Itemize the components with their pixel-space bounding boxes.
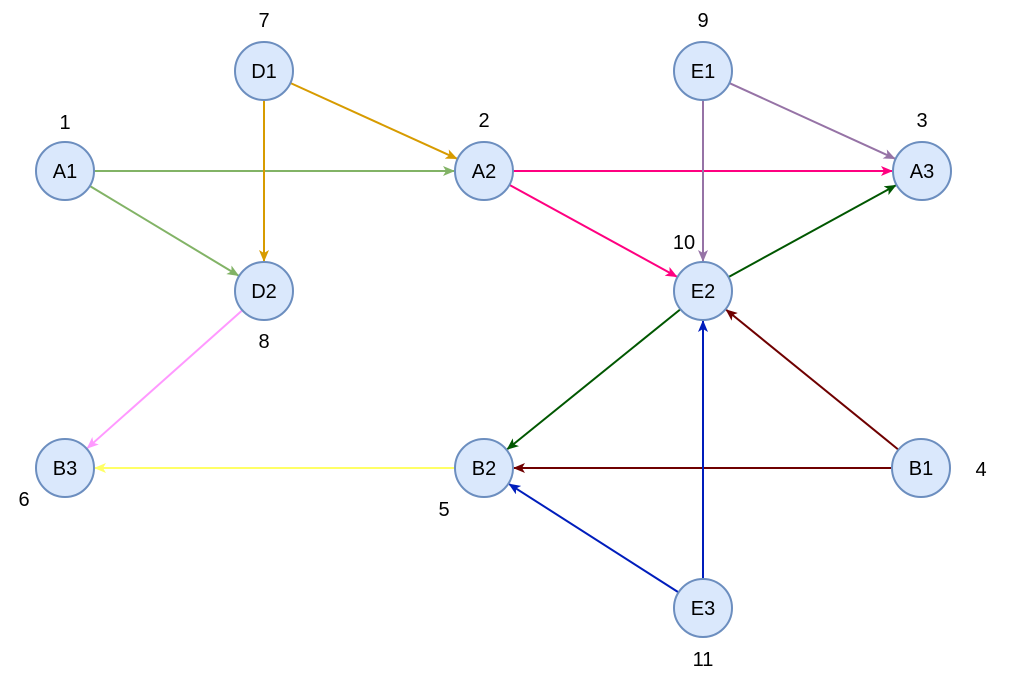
node-d1: D1 7 (234, 10, 294, 101)
node-a2: A2 2 (454, 110, 514, 201)
node-circle (673, 41, 733, 101)
node-circle (234, 41, 294, 101)
edge-e2-to-b2 (506, 308, 682, 450)
node-label: A2 (472, 161, 496, 183)
node-circle (454, 141, 514, 201)
node-circle (234, 261, 294, 321)
node-circle (454, 438, 514, 498)
node-e2: E2 10 (673, 232, 733, 321)
edge-e2-to-a3 (727, 184, 897, 278)
node-e3: E3 11 (673, 578, 733, 671)
edge-a1-to-d2 (89, 185, 240, 277)
node-number-label: 8 (258, 331, 269, 353)
node-number-label: 10 (673, 232, 695, 254)
node-number-label: 3 (916, 110, 927, 132)
node-b2: B2 5 (438, 438, 514, 521)
node-e1: E1 9 (673, 10, 733, 101)
node-number-label: 2 (478, 110, 489, 132)
node-circle (673, 578, 733, 638)
node-number-label: 9 (697, 10, 708, 32)
edge-d2-to-b3 (86, 309, 243, 449)
node-d2: D2 8 (234, 261, 294, 353)
edge-b1-to-e2 (725, 309, 900, 451)
node-label: B2 (472, 458, 496, 480)
edge-a2-to-e2 (508, 184, 678, 278)
edge-e3-to-b2 (508, 483, 680, 594)
node-number-label: 11 (693, 649, 714, 671)
node-circle (35, 141, 95, 201)
node-circle (35, 438, 95, 498)
edges-layer (86, 82, 900, 594)
node-b1: B1 4 (891, 438, 987, 498)
edge-e1-to-a3 (728, 82, 896, 160)
node-number-label: 1 (59, 112, 70, 134)
node-circle (892, 141, 952, 201)
node-circle (673, 261, 733, 321)
node-label: A1 (53, 161, 77, 183)
edge-d1-to-a2 (289, 82, 458, 160)
node-label: E3 (691, 598, 715, 620)
node-number-label: 7 (258, 10, 269, 32)
node-label: D2 (251, 281, 277, 303)
node-label: B3 (53, 458, 77, 480)
node-a1: A1 1 (35, 112, 95, 201)
node-label: E2 (691, 281, 715, 303)
node-b3: B3 6 (18, 438, 95, 511)
node-number-label: 4 (975, 459, 986, 481)
node-circle (891, 438, 951, 498)
node-number-label: 6 (18, 489, 29, 511)
node-label: B1 (909, 458, 933, 480)
node-a3: A3 3 (892, 110, 952, 201)
node-label: A3 (910, 161, 934, 183)
node-number-label: 5 (438, 499, 449, 521)
node-label: E1 (691, 61, 715, 83)
node-label: D1 (251, 61, 277, 83)
